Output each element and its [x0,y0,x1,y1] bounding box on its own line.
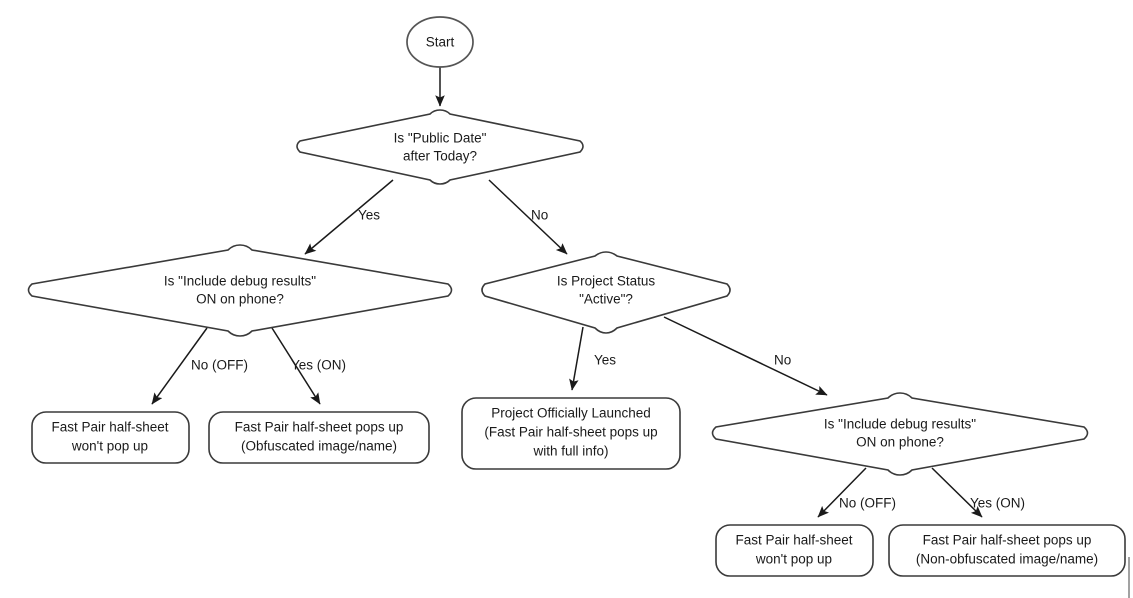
edge-label-d4-yes: Yes (ON) [970,496,1025,511]
decision-debug-right-line1: Is "Include debug results" [824,417,976,432]
edge-d1-to-d3-no [488,179,568,255]
decision-project-status-diamond[interactable] [481,251,731,334]
edge-label-d1-yes: Yes [358,208,380,223]
result-no-popup-left-line1: Fast Pair half-sheet [51,420,168,435]
decision-public-date-line1: Is "Public Date" [394,131,487,146]
result-non-obfuscated-line1: Fast Pair half-sheet pops up [923,533,1092,548]
node-result-non-obfuscated[interactable]: Fast Pair half-sheet pops up (Non-obfusc… [888,524,1126,577]
node-result-officially-launched[interactable]: Project Officially Launched (Fast Pair h… [461,397,681,470]
result-officially-launched-line2: (Fast Pair half-sheet pops up [484,425,657,440]
edge-label-group: Yes No No (OFF) Yes (ON) Yes No No (OFF)… [191,208,1025,511]
decision-public-date-line2: after Today? [403,149,477,164]
decision-project-status-line2: "Active"? [579,292,633,307]
edge-d2-to-b2-yes [271,327,321,405]
start-label: Start [426,35,455,50]
decision-debug-left-line1: Is "Include debug results" [164,274,316,289]
result-obfuscated-line1: Fast Pair half-sheet pops up [235,420,404,435]
result-no-popup-right-box[interactable] [715,524,874,577]
result-no-popup-left-box[interactable] [31,411,190,464]
result-non-obfuscated-box[interactable] [888,524,1126,577]
edge-d4-to-b4-no [817,467,867,518]
result-obfuscated-line2: (Obfuscated image/name) [241,439,397,454]
node-result-no-popup-left[interactable]: Fast Pair half-sheet won't pop up [31,411,190,464]
decision-debug-left-diamond[interactable] [27,244,453,337]
edge-label-d3-yes: Yes [594,353,616,368]
node-decision-debug-right[interactable]: Is "Include debug results" ON on phone? [711,392,1089,476]
edge-d3-to-d4-no [663,316,828,396]
node-start[interactable]: Start [406,16,474,68]
edge-label-d2-yes: Yes (ON) [291,358,346,373]
edge-label-d1-no: No [531,208,548,223]
node-result-no-popup-right[interactable]: Fast Pair half-sheet won't pop up [715,524,874,577]
edge-label-d3-no: No [774,353,791,368]
decision-debug-right-line2: ON on phone? [856,435,944,450]
result-non-obfuscated-line2: (Non-obfuscated image/name) [916,552,1098,567]
edge-d2-to-b1-no [151,327,208,405]
edge-d3-to-b3-yes [569,326,584,391]
edge-label-d2-no: No (OFF) [191,358,248,373]
decision-debug-left-line2: ON on phone? [196,292,284,307]
result-officially-launched-box[interactable] [461,397,681,470]
node-result-obfuscated[interactable]: Fast Pair half-sheet pops up (Obfuscated… [208,411,430,464]
edge-d1-to-d2-yes [304,179,394,255]
edge-group [151,59,1130,598]
result-officially-launched-line3: with full info) [532,444,608,459]
result-obfuscated-box[interactable] [208,411,430,464]
decision-public-date-diamond[interactable] [296,109,584,185]
node-decision-debug-left[interactable]: Is "Include debug results" ON on phone? [27,244,453,337]
start-ellipse[interactable] [406,16,474,68]
result-no-popup-left-line2: won't pop up [71,439,148,454]
edge-d4-to-b5-yes [931,467,983,518]
decision-debug-right-diamond[interactable] [711,392,1089,476]
decision-project-status-line1: Is Project Status [557,274,656,289]
result-no-popup-right-line2: won't pop up [755,552,832,567]
result-no-popup-right-line1: Fast Pair half-sheet [735,533,852,548]
node-decision-public-date[interactable]: Is "Public Date" after Today? [296,109,584,185]
node-decision-project-status[interactable]: Is Project Status "Active"? [481,251,731,334]
result-officially-launched-line1: Project Officially Launched [491,406,651,421]
edge-label-d4-no: No (OFF) [839,496,896,511]
